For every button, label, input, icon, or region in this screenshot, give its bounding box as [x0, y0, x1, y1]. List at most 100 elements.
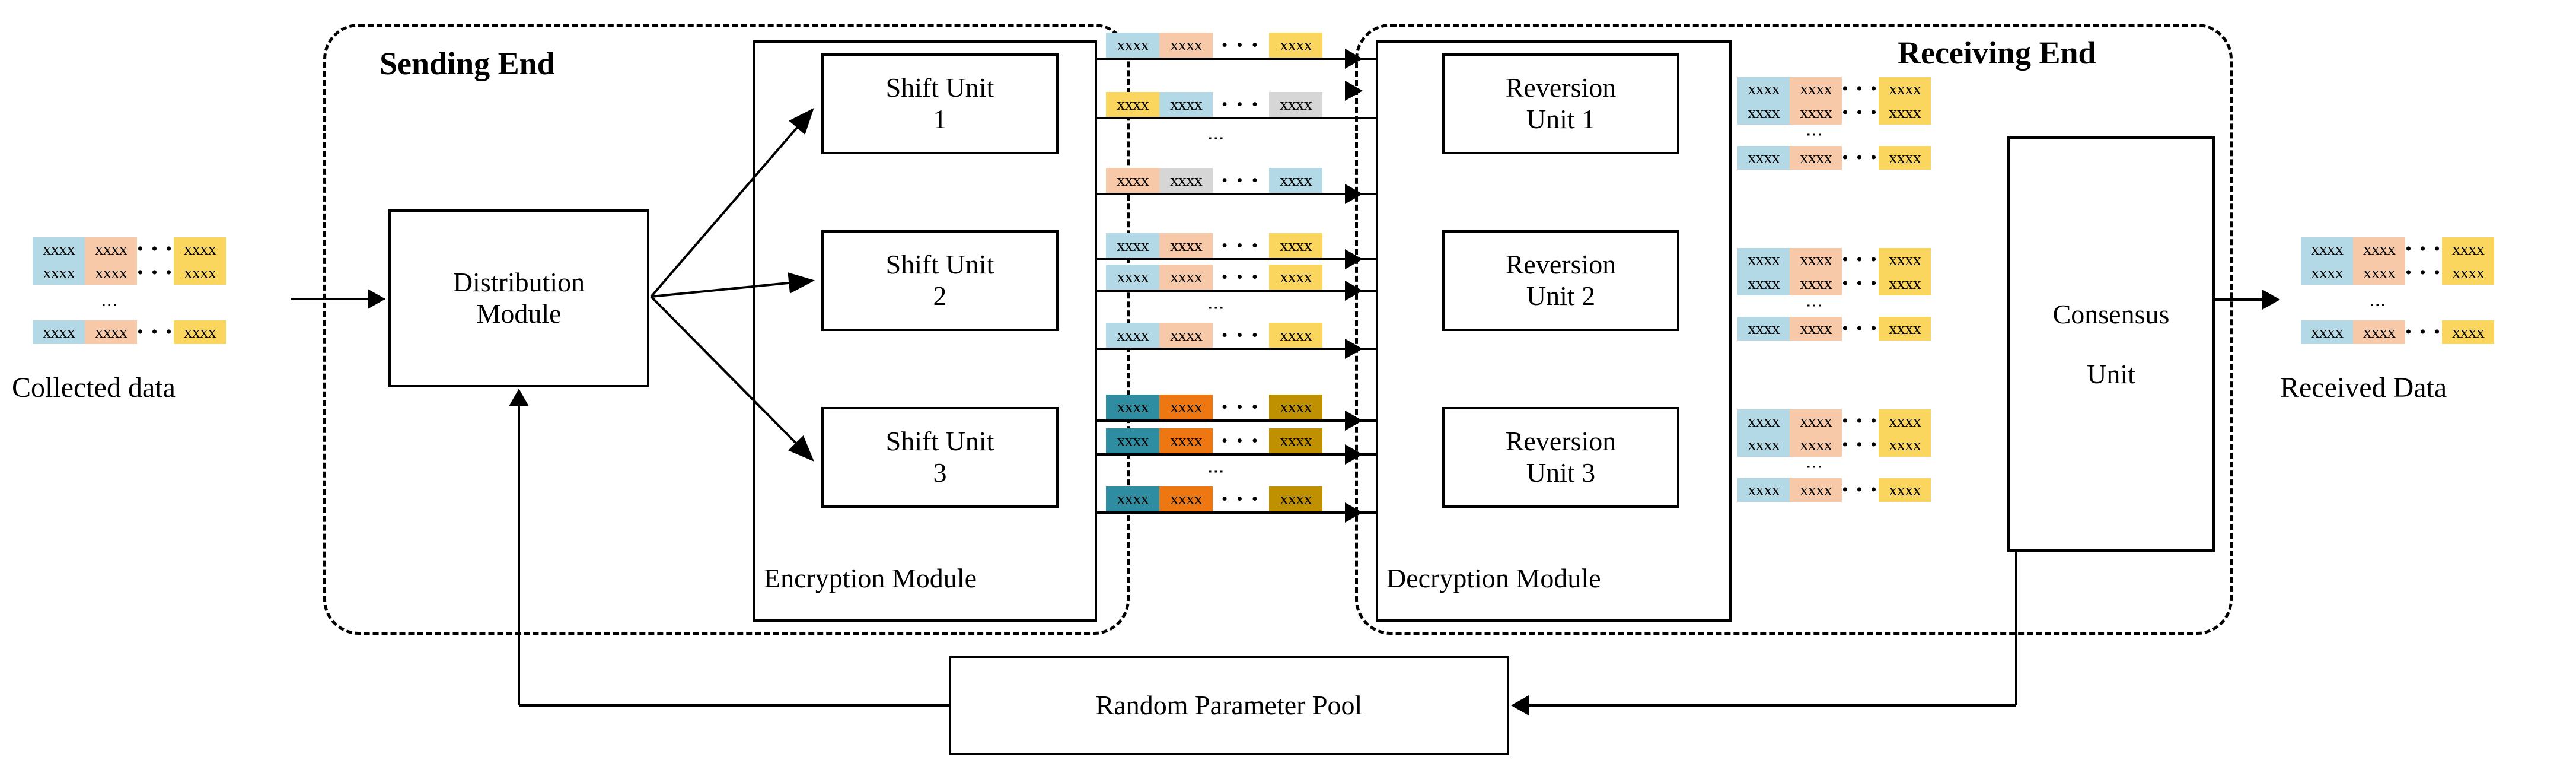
feedback-line-right-vertical [2015, 551, 2017, 705]
shift-unit-2-box[interactable]: Shift Unit 2 [821, 230, 1059, 331]
shift-unit-1-line1: Shift Unit [885, 72, 994, 103]
distribution-module-line2: Module [476, 298, 562, 329]
feedback-line-right-horizontal [1524, 704, 2016, 707]
data-cell: xxxx [1106, 428, 1159, 453]
stream-group-1-row2: xxxx xxxx • • • xxxx [1106, 92, 1322, 117]
ellipsis-vertical: ⋮ [1206, 463, 1225, 482]
ellipsis-horizontal: • • • [1222, 431, 1260, 450]
stream-group-3-row2: xxxx xxxx • • • xxxx [1106, 428, 1322, 453]
data-cell: xxxx [1879, 409, 1931, 433]
stream-line [1097, 453, 1376, 456]
ellipsis-horizontal: • • • [1222, 267, 1260, 287]
ellipsis-vertical: ⋮ [1206, 129, 1225, 148]
ellipsis-vertical: ⋮ [1206, 299, 1225, 318]
data-cell: xxxx [1159, 168, 1213, 193]
data-cell: xxxx [1269, 265, 1322, 290]
arrow-collected-to-distribution-line [291, 298, 385, 300]
ellipsis-horizontal: • • • [137, 263, 174, 282]
stream-arrow-head [1345, 81, 1363, 101]
ellipsis-horizontal: • • • [1842, 79, 1879, 98]
data-cell: xxxx [1737, 478, 1790, 502]
data-cell: xxxx [1106, 265, 1159, 290]
ellipsis-horizontal: • • • [137, 239, 174, 259]
stream-group-1: xxxx xxxx • • • xxxx [1106, 33, 1322, 58]
ellipsis-horizontal: • • • [1842, 411, 1879, 431]
stream-row: xxxx xxxx • • • xxxx [1106, 168, 1322, 193]
data-cell: xxxx [1269, 428, 1322, 453]
data-cell: xxxx [1737, 248, 1790, 272]
reversion-unit-3-line1: Reversion [1505, 426, 1617, 457]
ellipsis-horizontal: • • • [1842, 435, 1879, 454]
stream-line [1097, 193, 1376, 195]
stream-line [1097, 290, 1376, 292]
shift-unit-3-line1: Shift Unit [885, 426, 994, 457]
random-parameter-pool-box[interactable]: Random Parameter Pool [949, 656, 1509, 755]
distribution-module-box[interactable]: Distribution Module [388, 209, 649, 387]
ellipsis-horizontal: • • • [1842, 480, 1879, 500]
consensus-unit-line2: Unit [2087, 359, 2135, 389]
data-cell: xxxx [1737, 317, 1790, 341]
data-cell: xxxx [2353, 237, 2405, 261]
data-cell: xxxx [1106, 92, 1159, 117]
data-cell: xxxx [85, 320, 137, 344]
reversion-unit-1-box[interactable]: Reversion Unit 1 [1442, 53, 1679, 154]
stream-arrow-head [1345, 411, 1363, 431]
data-cell: xxxx [33, 320, 85, 344]
ellipsis-horizontal: • • • [1222, 94, 1260, 114]
data-cell: xxxx [1159, 486, 1213, 511]
data-cell: xxxx [1159, 33, 1213, 58]
right-block-group-1: xxxx xxxx • • • xxxx xxxx xxxx • • • xxx… [1737, 77, 1931, 170]
ellipsis-horizontal: • • • [1842, 103, 1879, 122]
data-cell: xxxx [1790, 478, 1842, 502]
stream-row: xxxx xxxx • • • xxxx [1106, 428, 1322, 453]
data-cell: xxxx [2301, 237, 2353, 261]
receiving-end-title: Receiving End [1898, 35, 2096, 71]
data-cell: xxxx [1790, 433, 1842, 457]
ellipsis-vertical: ⋮ [1805, 297, 1823, 316]
feedback-arrow-to-pool [1511, 695, 1529, 715]
shift-unit-3-box[interactable]: Shift Unit 3 [821, 407, 1059, 508]
data-cell: xxxx [1737, 433, 1790, 457]
data-cell: xxxx [1269, 486, 1322, 511]
data-cell: xxxx [1269, 92, 1322, 117]
shift-unit-2-line2: 2 [933, 281, 947, 311]
ellipsis-horizontal: • • • [1222, 170, 1260, 190]
data-cell: xxxx [1790, 317, 1842, 341]
ellipsis-horizontal: • • • [2405, 322, 2442, 342]
ellipsis-horizontal: • • • [2405, 239, 2442, 259]
data-cell: xxxx [1879, 317, 1931, 341]
data-cell: xxxx [1159, 323, 1213, 348]
data-cell: xxxx [2442, 237, 2494, 261]
decryption-module-label: Decryption Module [1386, 563, 1601, 593]
stream-arrow-head [1345, 184, 1363, 204]
data-cell: xxxx [33, 237, 85, 261]
reversion-unit-2-line1: Reversion [1505, 249, 1617, 280]
ellipsis-vertical: ⋮ [1805, 126, 1823, 145]
shift-unit-1-box[interactable]: Shift Unit 1 [821, 53, 1059, 154]
encryption-module-label: Encryption Module [764, 563, 977, 593]
data-cell: xxxx [1106, 33, 1159, 58]
reversion-unit-3-box[interactable]: Reversion Unit 3 [1442, 407, 1679, 508]
data-cell: xxxx [2353, 320, 2405, 344]
stream-line [1097, 258, 1376, 260]
stream-group-2-row3: xxxx xxxx • • • xxxx [1106, 323, 1322, 348]
ellipsis-horizontal: • • • [1222, 397, 1260, 416]
reversion-unit-2-box[interactable]: Reversion Unit 2 [1442, 230, 1679, 331]
stream-group-3-row3: xxxx xxxx • • • xxxx [1106, 486, 1322, 511]
data-cell: xxxx [1269, 33, 1322, 58]
consensus-unit-box[interactable]: Consensus Unit [2007, 136, 2215, 552]
ellipsis-vertical: ⋮ [100, 296, 119, 315]
data-cell: xxxx [1106, 233, 1159, 258]
data-cell: xxxx [1159, 92, 1213, 117]
collected-data-caption: Collected data [12, 372, 176, 403]
data-cell: xxxx [1790, 272, 1842, 295]
data-cell: xxxx [2442, 320, 2494, 344]
stream-arrow-head [1345, 444, 1363, 465]
stream-line [1097, 348, 1376, 350]
data-cell: xxxx [1879, 478, 1931, 502]
random-parameter-pool-label: Random Parameter Pool [1095, 690, 1363, 720]
ellipsis-horizontal: • • • [1222, 325, 1260, 345]
data-cell: xxxx [1879, 101, 1931, 125]
right-row: xxxx xxxx • • • xxxx [1737, 433, 1931, 457]
data-cell: xxxx [1879, 77, 1931, 101]
